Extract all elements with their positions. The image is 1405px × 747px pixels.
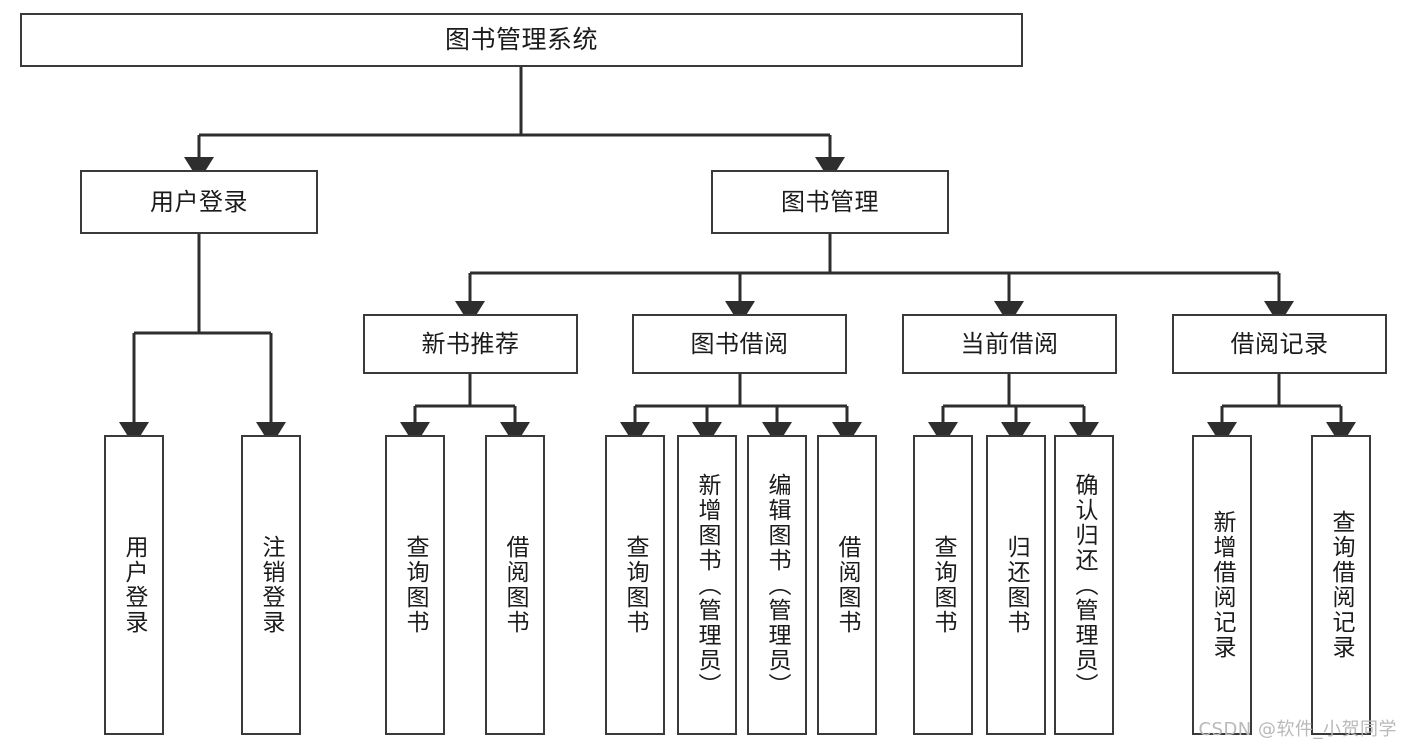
node-label: 查询图书: [622, 535, 649, 635]
node-leaf-confirm-return[interactable]: 确认归还（管理员）: [1054, 435, 1114, 735]
node-book-manage[interactable]: 图书管理: [711, 170, 949, 234]
node-leaf-user-logout[interactable]: 注销登录: [241, 435, 301, 735]
node-label: 新增借阅记录: [1209, 510, 1236, 660]
node-label: 图书管理: [781, 187, 879, 216]
node-leaf-add-book[interactable]: 新增图书（管理员）: [677, 435, 737, 735]
node-label: 当前借阅: [960, 329, 1059, 358]
node-label: 借阅图书: [834, 535, 861, 635]
node-leaf-borrow-book-1[interactable]: 借阅图书: [485, 435, 545, 735]
node-label: 确认归还（管理员）: [1071, 472, 1098, 698]
node-label: 借阅记录: [1230, 329, 1329, 358]
node-leaf-user-login[interactable]: 用户登录: [104, 435, 164, 735]
node-current-borrow[interactable]: 当前借阅: [902, 314, 1117, 374]
node-leaf-borrow-book-2[interactable]: 借阅图书: [817, 435, 877, 735]
node-label: 归还图书: [1003, 535, 1030, 635]
node-label: 用户登录: [150, 187, 248, 216]
node-root-system[interactable]: 图书管理系统: [20, 13, 1023, 67]
node-leaf-return-book[interactable]: 归还图书: [986, 435, 1046, 735]
node-leaf-query-book-1[interactable]: 查询图书: [385, 435, 445, 735]
node-label: 新书推荐: [421, 329, 520, 358]
node-label: 注销登录: [258, 535, 285, 635]
node-book-borrow[interactable]: 图书借阅: [632, 314, 847, 374]
node-label: 新增图书（管理员）: [694, 472, 721, 698]
node-new-book-recommend[interactable]: 新书推荐: [363, 314, 578, 374]
node-borrow-record[interactable]: 借阅记录: [1172, 314, 1387, 374]
node-label: 借阅图书: [502, 535, 529, 635]
node-label: 用户登录: [121, 535, 148, 635]
node-leaf-query-book-3[interactable]: 查询图书: [913, 435, 973, 735]
node-leaf-add-record[interactable]: 新增借阅记录: [1192, 435, 1252, 735]
node-label: 查询图书: [930, 535, 957, 635]
node-user-login[interactable]: 用户登录: [80, 170, 318, 234]
node-label: 编辑图书（管理员）: [764, 472, 791, 698]
node-label: 图书借阅: [690, 329, 789, 358]
node-leaf-query-book-2[interactable]: 查询图书: [605, 435, 665, 735]
node-leaf-query-record[interactable]: 查询借阅记录: [1311, 435, 1371, 735]
node-leaf-edit-book[interactable]: 编辑图书（管理员）: [747, 435, 807, 735]
node-label: 查询图书: [402, 535, 429, 635]
node-label: 查询借阅记录: [1328, 510, 1355, 660]
node-label: 图书管理系统: [444, 25, 598, 54]
